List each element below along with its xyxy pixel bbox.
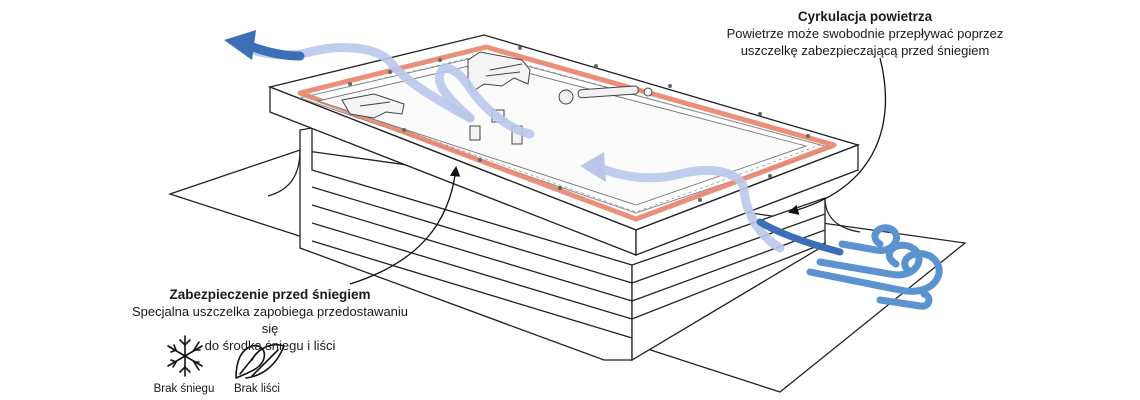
air-in-arrowhead: [580, 152, 606, 182]
hinge-hardware: [341, 51, 531, 119]
air-flow-in: [595, 163, 785, 253]
snow-protection-title: Zabezpieczenie przed śniegiem: [169, 287, 371, 302]
air-flow-intake: [756, 218, 844, 256]
air-flow-loop: [434, 63, 535, 139]
snow-protection-callout: Zabezpieczenie przed śniegiem Specjalna …: [125, 286, 415, 354]
air-circulation-callout: Cyrkulacja powietrza Powietrze może swob…: [700, 8, 1030, 59]
wind-icon: [806, 224, 943, 310]
callout-arrow-snow: [349, 165, 461, 285]
snowflake-icon: [167, 335, 203, 377]
no-leaves-caption: Brak liści: [233, 383, 280, 395]
curb-frame: [267, 127, 861, 362]
air-circulation-line2: uszczelkę zabezpieczającą przed śniegiem: [740, 43, 990, 58]
air-out-arrowhead: [224, 30, 256, 60]
gas-strut: [558, 85, 653, 105]
no-snow-caption: Brak śniegu: [153, 383, 215, 395]
callout-arrow-air: [787, 57, 886, 215]
air-circulation-line1: Powietrze może swobodnie przepływać popr…: [726, 26, 1004, 41]
seal-inner-line: [306, 53, 822, 213]
snow-protection-line1: Specjalna uszczelka zapobiega przedostaw…: [131, 304, 409, 336]
leaves-icon: [235, 344, 285, 379]
fasteners: [348, 46, 810, 202]
air-flow-out-arrow: [245, 41, 305, 61]
snow-protection-line2: do środka śniegu i liści: [204, 338, 336, 353]
snow-seal: [297, 44, 837, 222]
air-circulation-title: Cyrkulacja powietrza: [797, 9, 933, 24]
